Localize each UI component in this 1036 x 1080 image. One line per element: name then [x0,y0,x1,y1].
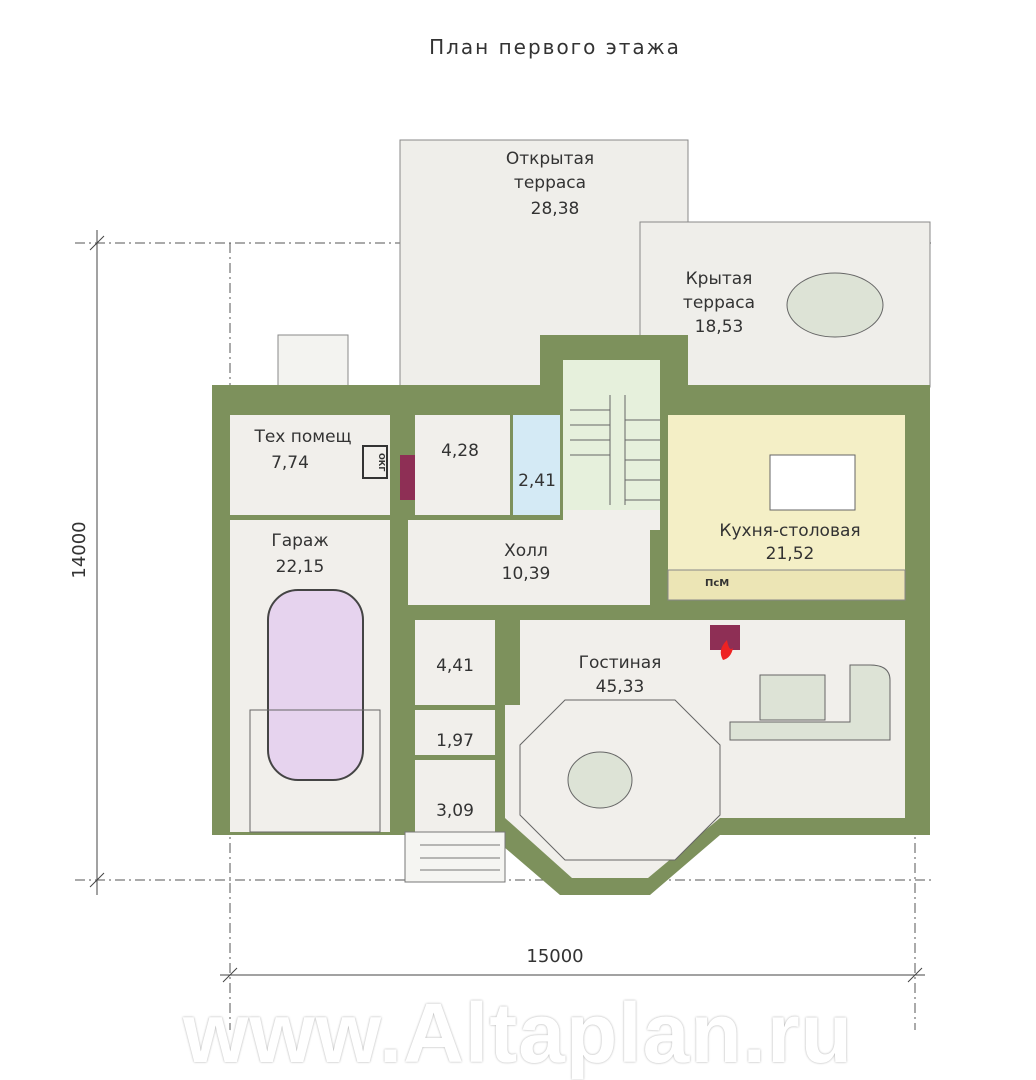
stair-room [563,360,660,510]
car-icon [267,589,364,781]
garage-name: Гараж [271,531,329,551]
boiler-label: ОКГ [362,445,388,479]
entrance-steps [404,831,506,883]
width-dimension: 15000 [526,946,584,967]
round-table [567,751,633,809]
plan-title: План первого этажа [429,35,681,59]
hall-room [408,520,650,605]
height-dimension: 14000 [69,521,90,579]
kitchen-counter [667,569,906,601]
entrance-porch [277,334,349,391]
living-area: 45,33 [595,677,645,697]
small-room-2-area: 1,97 [436,731,474,751]
boiler-panel [400,455,415,500]
wc-room [513,415,560,515]
dishwasher-label: ПсМ [705,578,730,589]
covered-terrace-area: 18,53 [694,317,744,337]
fire-icon [720,640,733,660]
small-room-3 [415,760,495,832]
covered-terrace-name-2: терраса [682,293,756,313]
wc-area: 2,41 [518,471,556,491]
small-room-1 [415,620,495,705]
sofa [729,664,891,741]
open-terrace-name-2: терраса [513,173,587,193]
terrace-table [786,272,884,338]
open-terrace-area: 28,38 [530,199,580,219]
watermark: www.Altaplan.ru [183,986,853,1080]
small-room-3-area: 3,09 [436,801,474,821]
dimension-arrows [89,230,925,983]
kitchen-area: 21,52 [765,544,815,564]
hall-area: 10,39 [501,564,551,584]
bath-room [415,415,510,515]
tech-room-name: Тех помещ [254,427,352,447]
garage-area: 22,15 [275,557,325,577]
small-room-2 [415,710,495,755]
small-room-1-area: 4,41 [436,656,474,676]
kitchen-name: Кухня-столовая [719,521,861,541]
covered-terrace-name: Крытая [685,269,753,289]
staircase [570,395,660,505]
tech-room-area: 7,74 [271,453,309,473]
coffee-table [759,674,826,721]
hall-name: Холл [504,541,548,561]
living-name: Гостиная [578,653,662,673]
open-terrace-name: Открытая [505,149,595,169]
bath-area: 4,28 [441,441,479,461]
kitchen-table [769,454,856,511]
